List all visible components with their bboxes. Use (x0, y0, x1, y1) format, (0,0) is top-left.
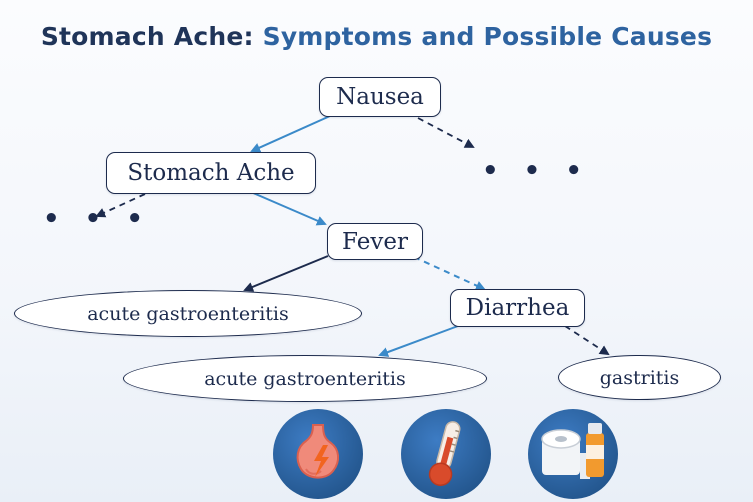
edge-fever-diarrhea (413, 256, 486, 291)
edge-stomach-ache-fever (250, 191, 327, 226)
ellipsis-left: • • • (43, 204, 151, 234)
node-diarrhea: Diarrhea (450, 289, 585, 327)
node-fever: Fever (327, 223, 423, 260)
node-gastritis: gastritis (558, 355, 721, 400)
thermometer-icon (401, 409, 491, 499)
ellipsis-right: • • • (482, 156, 590, 186)
node-nausea: Nausea (319, 77, 441, 117)
page-title: Stomach Ache: Symptoms and Possible Caus… (0, 22, 753, 51)
edge-fever-acute-gastroenteritis (243, 255, 329, 292)
edge-diarrhea-gastritis (564, 325, 610, 356)
edge-diarrhea-acute-gastroenteritis (378, 325, 459, 357)
edge-stomach-ache-more (95, 193, 146, 218)
title-main: Stomach Ache: (40, 22, 254, 51)
stomach-icon (273, 409, 363, 499)
node-acute-gastroenteritis-1: acute gastroenteritis (14, 290, 362, 337)
toilet-paper-and-medicine-icon (528, 409, 618, 499)
node-acute-gastroenteritis-2: acute gastroenteritis (123, 355, 487, 402)
edge-nausea-more (417, 117, 475, 148)
title-sub: Symptoms and Possible Causes (262, 22, 713, 51)
node-stomach-ache: Stomach Ache (106, 152, 316, 194)
edge-nausea-stomach-ache (250, 115, 331, 153)
